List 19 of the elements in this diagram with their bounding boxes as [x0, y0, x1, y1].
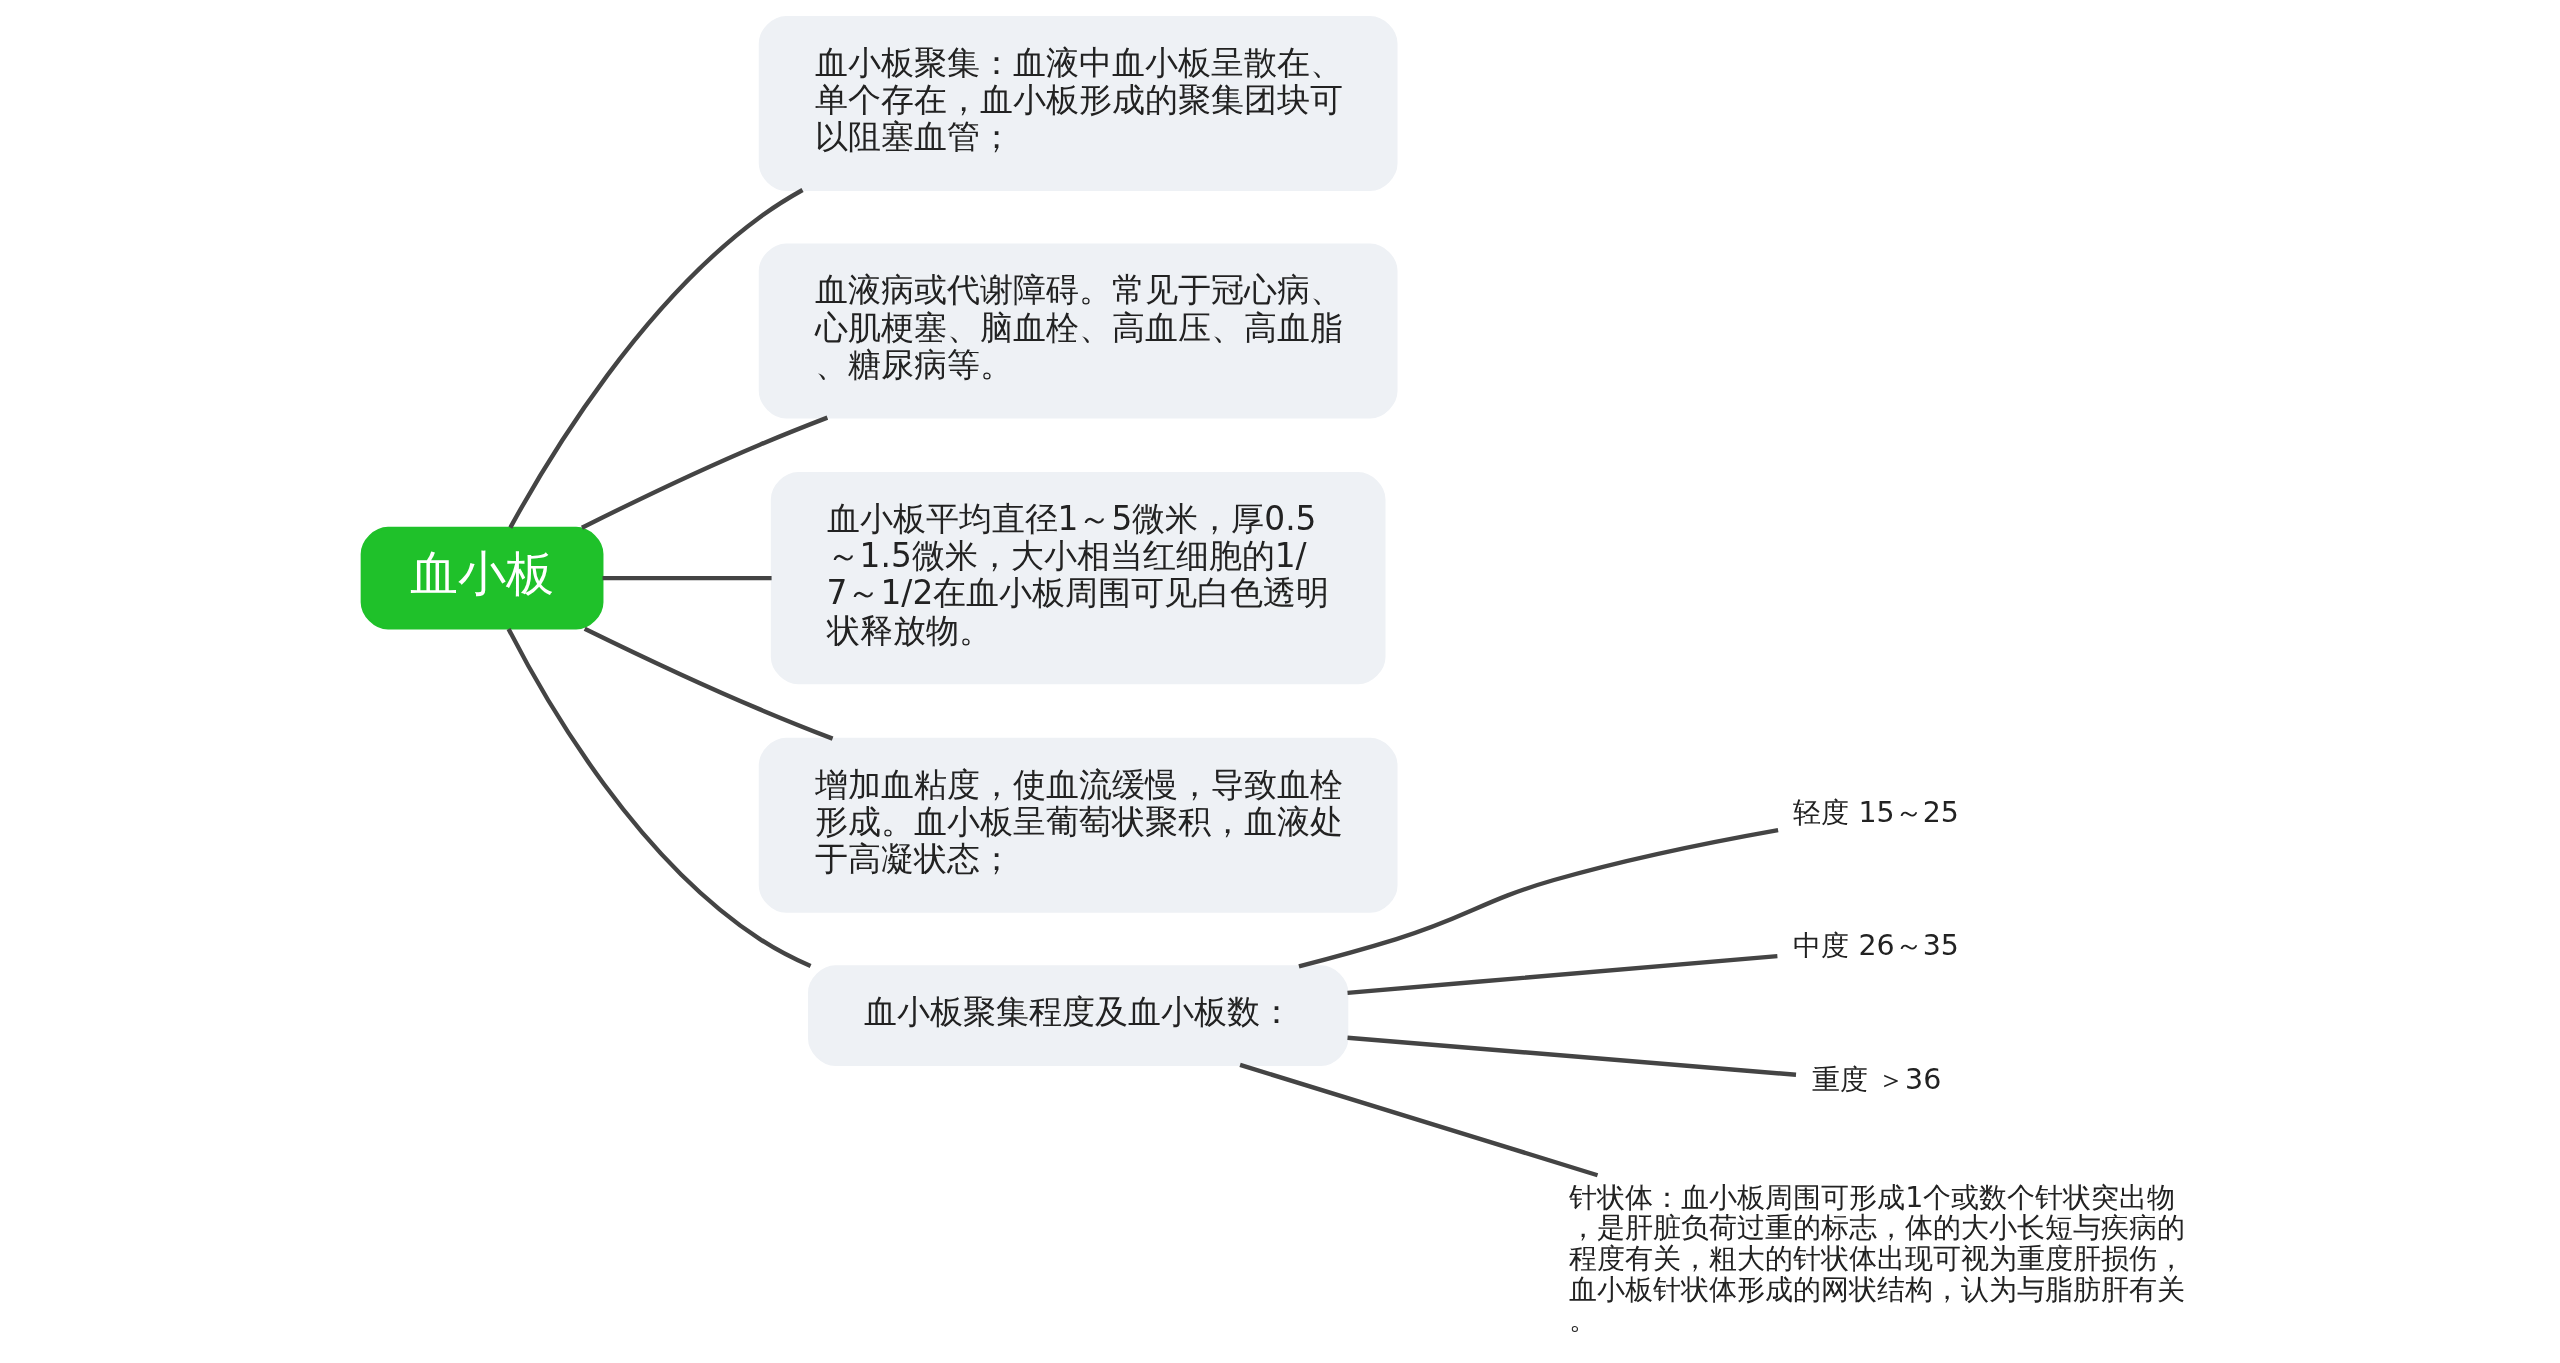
node-text: 轻度 15～25 [1792, 795, 1959, 829]
connector [602, 575, 772, 581]
node-box: 血液病或代谢障碍。常见于冠心病、心肌梗塞、脑血栓、高血压、高血脂、糖尿病等。 [758, 243, 1398, 419]
connector [507, 188, 804, 529]
node-text: 针状体：血小板周围可形成1个或数个针状突出物，是肝脏负荷过重的标志，体的大小长短与疾病的程度有关，粗大的针状体出现可视为重度肝损伤，血小板针状体形成的网状结构，认为与脂肪肝有关。 [1568, 1180, 2185, 1337]
connector [506, 627, 811, 969]
connector [1346, 1035, 1796, 1077]
node-box: 血小板聚集：血液中血小板呈散在、单个存在，血小板形成的聚集团块可以阻塞血管； [758, 15, 1398, 191]
connector [583, 626, 833, 741]
node-text: 重度 ＞36 [1811, 1062, 1941, 1096]
connector [1238, 1062, 1598, 1178]
connector [580, 415, 828, 530]
node-box: 血小板聚集程度及血小板数： [807, 965, 1348, 1066]
node-text: 中度 26～35 [1792, 929, 1959, 963]
node-box: 增加血粘度，使血流缓慢，导致血栓形成。血小板呈葡萄状聚积，血液处于高凝状态； [758, 737, 1398, 913]
connector [1297, 827, 1778, 969]
connector [1346, 953, 1778, 995]
node-box: 血小板 [360, 526, 603, 630]
node-box: 血小板平均直径1～5微米，厚0.5～1.5微米，大小相当红细胞的1/7～1/2在血小板周围可见白色透明状释放物。 [770, 472, 1385, 685]
